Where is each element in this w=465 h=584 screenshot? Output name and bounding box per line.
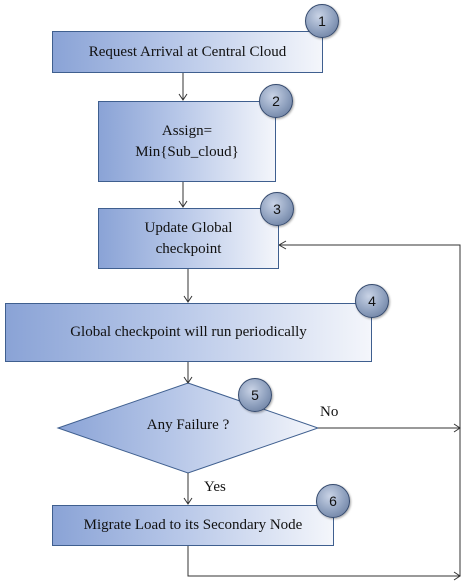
step-number-badge-1: 1 [305, 4, 339, 38]
arrowhead-2-to-3 [178, 200, 188, 208]
step-assign-line2: Min{Sub_cloud} [135, 143, 239, 160]
step-request-arrival: Request Arrival at Central Cloud [52, 31, 323, 73]
step-update-checkpoint-line2: checkpoint [155, 240, 222, 257]
decision-label: Any Failure ? [146, 417, 230, 433]
step-migrate-load: Migrate Load to its Secondary Node [52, 505, 334, 546]
step-assign: Assign= Min{Sub_cloud} [98, 101, 276, 182]
step-number-badge-6: 6 [316, 484, 350, 518]
arrowhead-1-to-2 [178, 93, 188, 101]
step-periodic-checkpoint: Global checkpoint will run periodically [5, 303, 372, 362]
edge-label-no: No [320, 404, 339, 420]
step-assign-line1: Assign= [161, 122, 213, 139]
step-number-badge-3: 3 [260, 192, 294, 226]
step-request-arrival-label: Request Arrival at Central Cloud [88, 43, 287, 60]
step-update-checkpoint-line1: Update Global [144, 219, 233, 236]
step-number-badge-5: 5 [238, 378, 272, 412]
step-number-badge-4: 4 [355, 284, 389, 318]
arrowhead-loop-right [453, 571, 461, 581]
arrowhead-5-to-6 [183, 497, 193, 505]
arrowhead-loop-back [277, 240, 287, 250]
step-update-checkpoint: Update Global checkpoint [98, 208, 279, 269]
step-migrate-load-label: Migrate Load to its Secondary Node [83, 517, 303, 533]
step-periodic-checkpoint-label: Global checkpoint will run periodically [70, 324, 307, 340]
edge-label-yes: Yes [204, 479, 226, 495]
arrowhead-3-to-4 [183, 295, 193, 303]
arrowhead-4-to-5 [183, 376, 193, 384]
step-number-badge-2: 2 [259, 84, 293, 118]
